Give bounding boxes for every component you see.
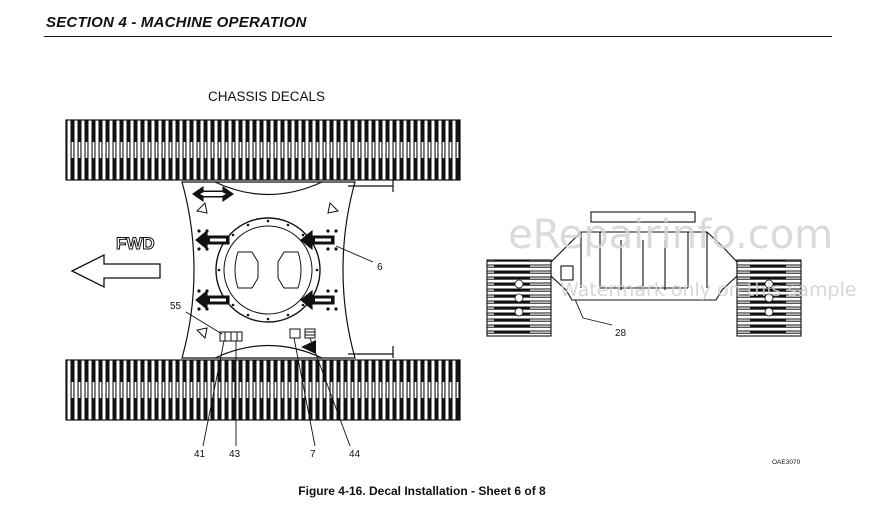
decal-44 — [304, 328, 316, 339]
page-header: SECTION 4 - MACHINE OPERATION — [44, 12, 832, 37]
corner-decals — [195, 201, 340, 340]
fwd-label: FWD — [116, 234, 155, 253]
figure-caption: Figure 4-16. Decal Installation - Sheet … — [298, 484, 546, 498]
lower-track — [65, 359, 461, 421]
side-view-chassis — [550, 211, 738, 301]
upper-track — [65, 119, 461, 181]
section-title: SECTION 4 - MACHINE OPERATION — [46, 14, 307, 31]
side-view-left-track — [486, 259, 552, 337]
turntable-bearing — [215, 217, 321, 323]
decal-7 — [289, 328, 301, 339]
watermark-notice: Watermark only on this sample — [560, 279, 857, 301]
callout-43: 43 — [229, 449, 241, 460]
callout-28: 28 — [615, 328, 627, 339]
fwd-indicator: FWD — [70, 234, 161, 289]
header-rule — [44, 36, 832, 37]
callout-44: 44 — [349, 449, 361, 460]
side-view-right-track — [736, 259, 802, 337]
callout-41: 41 — [194, 449, 206, 460]
callout-7: 7 — [310, 449, 316, 460]
callout-55: 55 — [170, 301, 182, 312]
chassis-decals-title: CHASSIS DECALS — [208, 89, 325, 104]
callout-6: 6 — [377, 262, 383, 273]
drawing-code: OAE3070 — [772, 459, 801, 466]
watermark-site: eRepairinfo.com — [508, 212, 833, 258]
decal-41-43 — [219, 331, 243, 342]
mounting-holes — [197, 229, 338, 311]
